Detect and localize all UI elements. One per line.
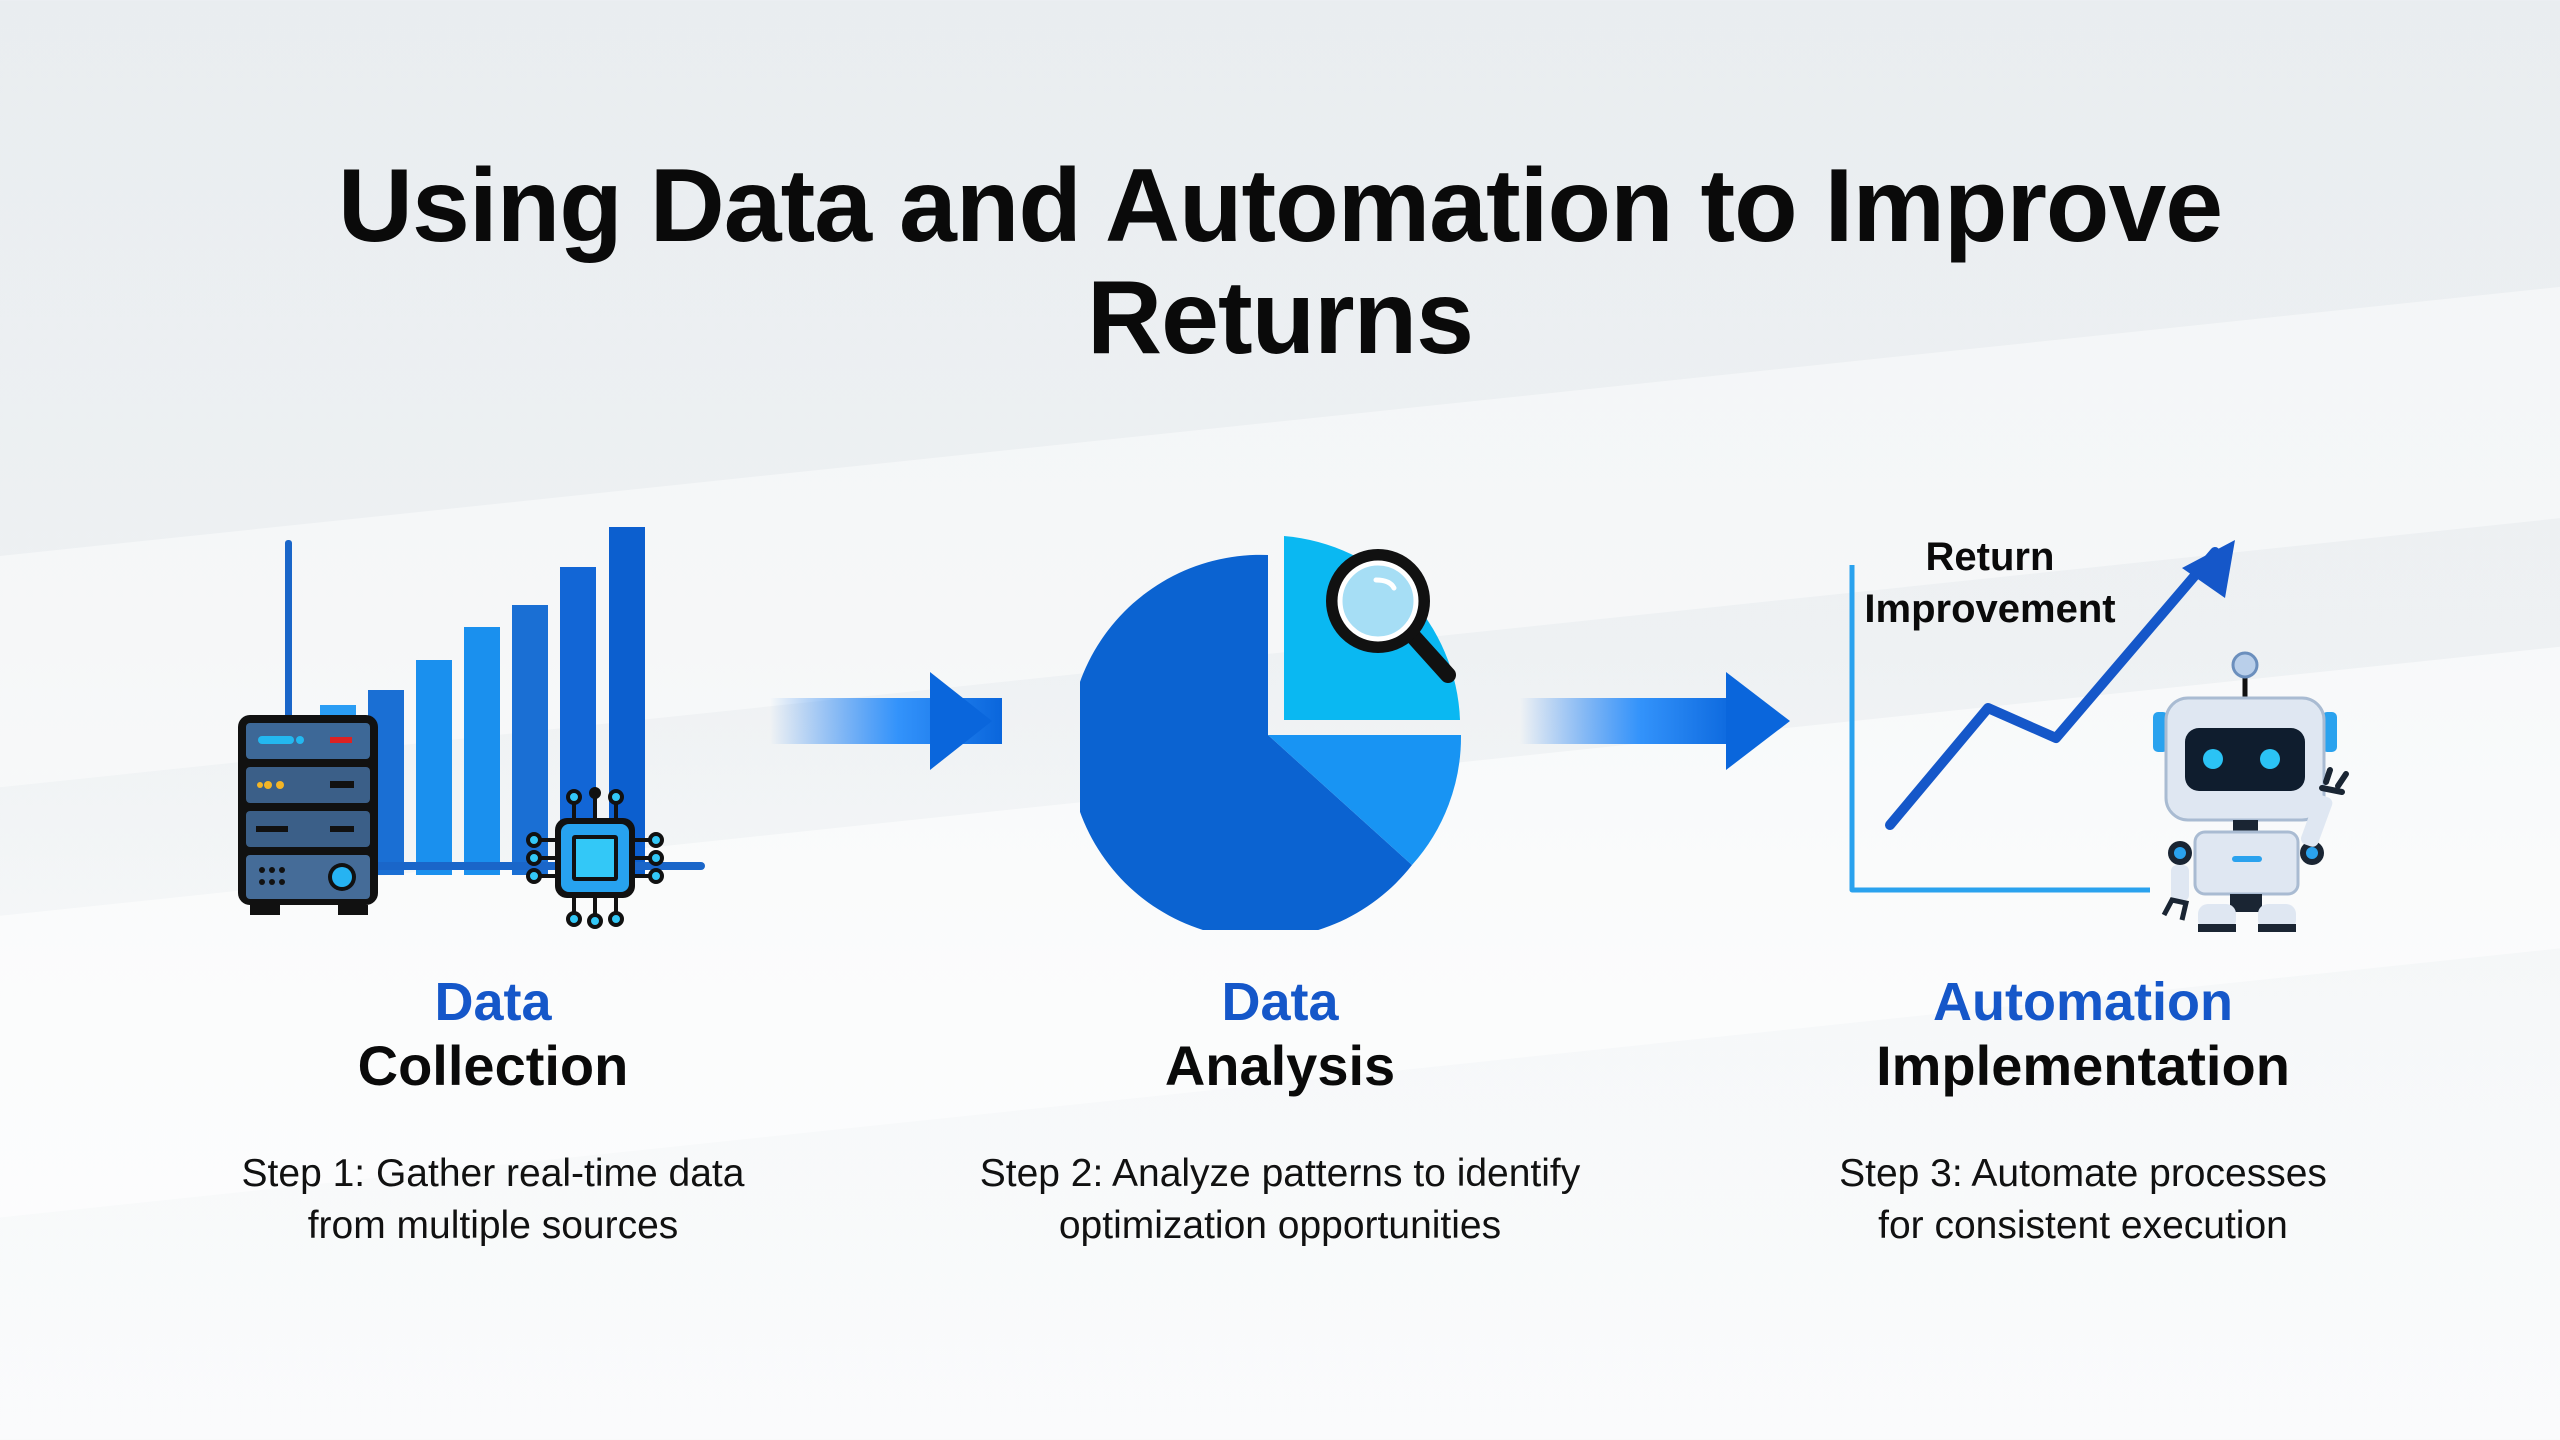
step-description-line-1: Step 2: Analyze patterns to identify <box>979 1152 1581 1195</box>
chip-icon <box>526 787 664 929</box>
data-collection-illustration <box>238 527 705 929</box>
step-description-line-1: Step 3: Automate processes <box>1839 1152 2327 1195</box>
step-description: Step 1: Gather real-time data from multi… <box>93 1148 893 1252</box>
step-data-analysis: Data Analysis Step 2: Analyze patterns t… <box>880 970 1680 1252</box>
arrow-right-icon <box>1520 672 1790 770</box>
step-data-collection: Data Collection Step 1: Gather real-time… <box>93 970 893 1252</box>
step-description: Step 2: Analyze patterns to identify opt… <box>880 1148 1680 1252</box>
page-title: Using Data and Automation to Improve Ret… <box>0 150 2560 374</box>
server-icon <box>238 715 378 915</box>
step-heading-top: Automation <box>1933 972 2233 1032</box>
step-heading-bottom: Collection <box>357 1034 629 1097</box>
title-line-2: Returns <box>1087 260 1474 376</box>
step-description-line-1: Step 1: Gather real-time data <box>241 1152 745 1195</box>
step-description-line-2: for consistent execution <box>1878 1204 2288 1247</box>
title-line-1: Using Data and Automation to Improve <box>337 148 2223 264</box>
automation-illustration: Return Improvement <box>1849 535 2349 932</box>
chart-label-line-1: Return <box>1926 535 2055 579</box>
magnifier-icon <box>1326 549 1456 683</box>
trend-chart-icon: Return Improvement <box>1849 535 2235 893</box>
step-description: Step 3: Automate processes for consisten… <box>1683 1148 2483 1252</box>
chart-label-line-2: Improvement <box>1864 587 2115 631</box>
step-heading-bottom: Implementation <box>1876 1034 2290 1097</box>
data-analysis-illustration <box>1080 536 1462 930</box>
arrow-right-icon <box>770 672 1002 770</box>
step-heading-top: Data <box>1221 972 1339 1032</box>
robot-icon <box>2153 651 2349 932</box>
step-automation-implementation: Automation Implementation Step 3: Automa… <box>1683 970 2483 1252</box>
step-heading-bottom: Analysis <box>1164 1034 1396 1097</box>
step-description-line-2: from multiple sources <box>307 1204 679 1247</box>
step-description-line-2: optimization opportunities <box>1058 1204 1502 1247</box>
step-heading-top: Data <box>434 972 552 1032</box>
